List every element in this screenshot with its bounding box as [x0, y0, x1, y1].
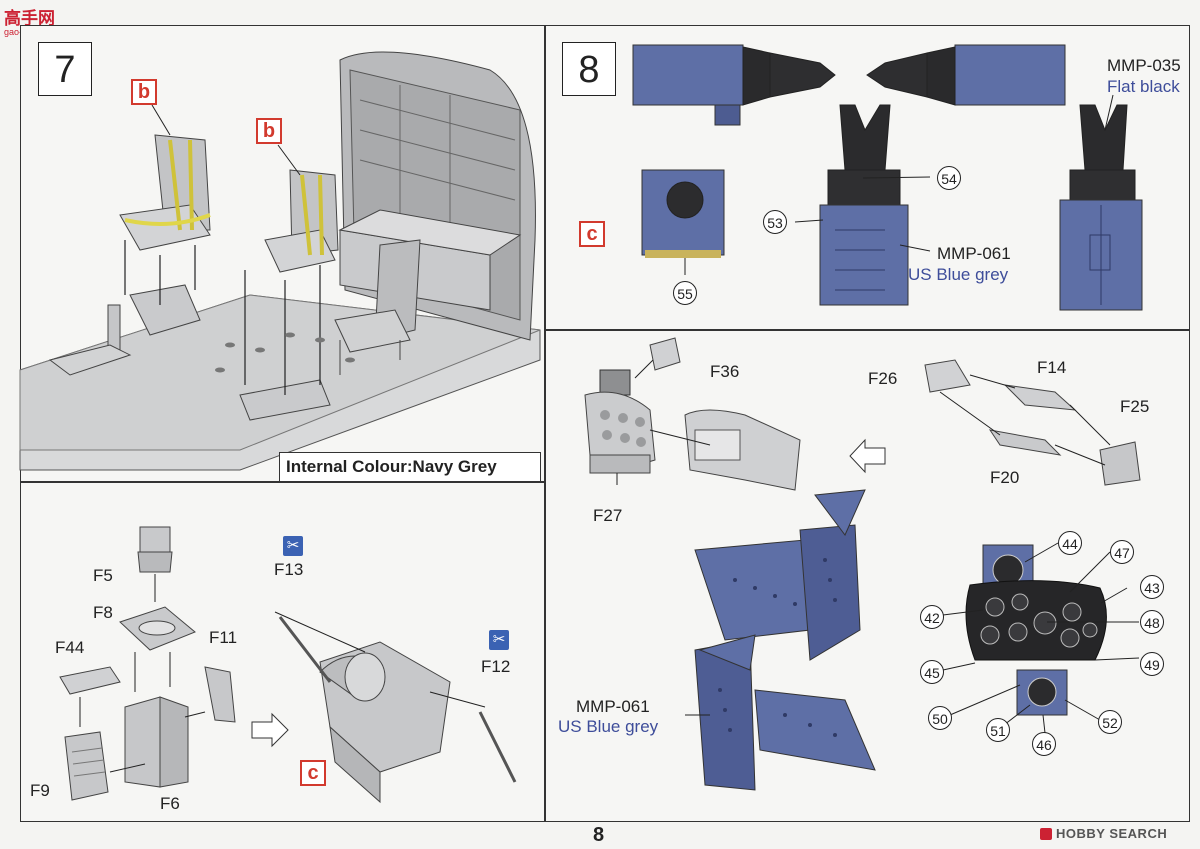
cut-tool-icon: ✂ — [283, 536, 303, 556]
part-f27-label: F27 — [593, 506, 623, 525]
gun-sight-illustration — [632, 44, 1143, 311]
callout-53: 53 — [763, 210, 787, 234]
step7-number: 7 — [38, 42, 92, 96]
callout-49: 49 — [1140, 652, 1164, 676]
console-parts-illustration — [59, 526, 517, 804]
internal-colour-label-box: Internal Colour:Navy Grey — [279, 452, 541, 482]
part-f11-label: F11 — [209, 628, 238, 647]
hobby-search-icon — [1040, 827, 1052, 840]
page-number: 8 — [593, 824, 605, 846]
callout-48: 48 — [1140, 610, 1164, 634]
callout-44: 44 — [1058, 531, 1082, 555]
callout-43: 43 — [1140, 575, 1164, 599]
part-f6-label: F6 — [160, 794, 180, 813]
watermark-brand: 高手网 — [4, 9, 55, 28]
tag-c-sight: c — [579, 221, 605, 247]
callout-42: 42 — [920, 605, 944, 629]
part-f12-label: F12 — [481, 657, 511, 676]
tag-c-console: c — [300, 760, 326, 786]
cut-tool-icon: ✂ — [489, 630, 509, 650]
tag-b-seat2: b — [256, 118, 282, 144]
part-f13-label: F13 — [274, 560, 304, 579]
hobby-search-text: HOBBY SEARCH — [1056, 826, 1168, 841]
part-f20-label: F20 — [990, 468, 1020, 487]
part-f44-label: F44 — [55, 638, 85, 657]
instrument-panel-assembly — [545, 330, 1190, 822]
step8-number: 8 — [562, 42, 616, 96]
callout-46: 46 — [1032, 732, 1056, 756]
mmp061-code: MMP-061 — [937, 244, 1011, 263]
callout-50: 50 — [928, 706, 952, 730]
part-f36-label: F36 — [710, 362, 740, 381]
hobby-search-logo: HOBBY SEARCH — [1040, 826, 1167, 841]
mmp061b-code: MMP-061 — [576, 697, 650, 716]
mmp061-name: US Blue grey — [908, 265, 1009, 284]
part-f8-label: F8 — [93, 603, 113, 622]
callout-47: 47 — [1110, 540, 1134, 564]
callout-45: 45 — [920, 660, 944, 684]
mmp061b-name: US Blue grey — [558, 717, 659, 736]
callout-55: 55 — [673, 281, 697, 305]
callout-51: 51 — [986, 718, 1010, 742]
console-assembly-panel — [20, 482, 545, 822]
part-f5-label: F5 — [93, 566, 113, 585]
callout-54: 54 — [937, 166, 961, 190]
instrument-panel-illustration — [584, 337, 1141, 791]
cockpit-floor-illustration — [19, 51, 541, 471]
mmp035-name: Flat black — [1107, 77, 1180, 96]
part-f14-label: F14 — [1037, 358, 1067, 377]
part-f26-label: F26 — [868, 369, 898, 388]
tag-b-seat1: b — [131, 79, 157, 105]
internal-colour-label: Internal Colour:Navy Grey — [286, 457, 497, 476]
part-f25-label: F25 — [1120, 397, 1150, 416]
part-f9-label: F9 — [30, 781, 50, 800]
callout-52: 52 — [1098, 710, 1122, 734]
mmp035-code: MMP-035 — [1107, 56, 1181, 75]
